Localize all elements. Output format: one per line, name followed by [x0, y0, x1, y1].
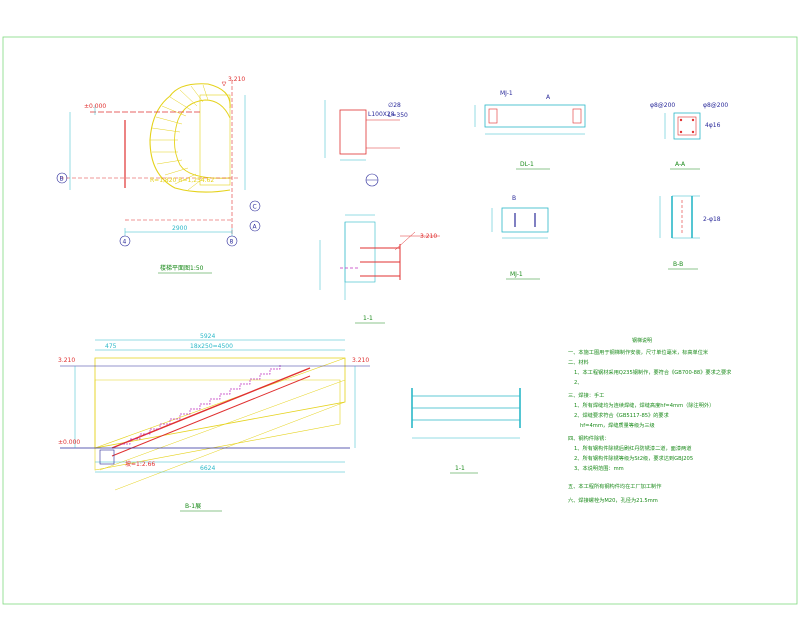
embed-mj1: B MJ-1 — [491, 195, 549, 280]
section-elev-label: 3.210 — [420, 233, 437, 240]
beam-dl1-tag: MJ-1 — [500, 90, 513, 97]
mj1-tag: B — [512, 195, 516, 202]
section-aa-title: A-A — [675, 161, 686, 168]
plan-radius-note: R=1,820 R=1,254.62 — [150, 177, 214, 184]
bracket-angle-label: L100X28 — [368, 111, 395, 118]
axis-bubble-4 — [119, 235, 131, 247]
section-column — [344, 221, 376, 283]
stringer-bottom — [111, 375, 311, 457]
notes-line-6: 2、焊缝要求符合《GB5117-85》的要求 — [574, 411, 670, 419]
stair-steps — [120, 364, 281, 445]
detail-bracket: L100X28 ∅28 L=350 — [324, 100, 408, 187]
notes-line-0: 一、本施工图用于钢梯制作安装，尺寸单位毫米，标高单位米 — [568, 348, 709, 356]
notes-line-13: 六、焊接螺栓为M20，孔径为21.5mm — [568, 496, 658, 504]
bracket-pipe-dim: ∅28 — [388, 102, 401, 109]
section-aa-outline — [673, 112, 701, 140]
section-11-lower-title: 1-1 — [455, 465, 465, 472]
notes-line-8: 四、钢构件除锈： — [568, 434, 610, 442]
stair-treads — [150, 84, 209, 191]
beam-dl1-axis: A — [546, 94, 551, 101]
elevation-elev-zero: ±0.000 — [58, 439, 80, 446]
section-aa-rebar-right: φ8@200 — [703, 102, 728, 109]
elevation-slope-note: 坡=1:2.66 — [125, 460, 155, 468]
section-11-lower: 1-1 — [411, 388, 521, 474]
plan-elev-zero: ±0.000 — [84, 103, 106, 110]
plan-title: 楼梯平面图 — [160, 264, 190, 272]
elevation-dim-steps: 18x250=4500 — [190, 343, 233, 350]
stair-elevation: 5924 18x250=4500 6624 475 坡=1:2.66 3.210… — [58, 333, 370, 512]
elevation-base-block — [99, 449, 115, 465]
notes-line-3: 2、 — [574, 380, 583, 386]
sheet-border — [2, 36, 798, 605]
plan-dim-lines — [69, 95, 246, 236]
elevation-title: B-1展 — [185, 503, 201, 510]
notes-line-2: 1、本工程钢材采用Q235钢制作，要符合《GB700-88》要求之要求 — [574, 368, 732, 376]
axis-label-4: 4 — [123, 239, 127, 246]
stair-inner-curve — [174, 99, 231, 179]
general-notes: 钢梯说明 一、本施工图用于钢梯制作安装，尺寸单位毫米，标高单位米 二、材料 1、… — [568, 337, 732, 504]
notes-title: 钢梯说明 — [632, 337, 652, 344]
notes-line-9: 1、所有钢构件除锈后刷红丹防锈漆二道，面漆两道 — [574, 444, 691, 452]
notes-line-12: 五、本工程所有钢构件均在工厂加工制作 — [568, 482, 661, 490]
elevation-dim-side: 475 — [105, 343, 117, 350]
beam-dl1: MJ-1 A DL-1 — [474, 90, 586, 170]
elevation-dims — [74, 339, 356, 473]
axis-label-b: B — [60, 176, 64, 183]
section-aa-bar: 4φ16 — [705, 122, 721, 129]
section-11-upper: 3.210 1-1 — [319, 214, 440, 324]
notes-line-11: 3、本说明范围：mm — [574, 464, 624, 472]
plan-scale: 1:50 — [190, 265, 204, 272]
mj1-title: MJ-1 — [510, 271, 523, 278]
beam-dl1-title: DL-1 — [520, 161, 534, 168]
plan-dim-main: 2900 — [172, 225, 187, 232]
notes-line-1: 二、材料 — [568, 358, 589, 366]
section-aa-rebar-left: φ8@200 — [650, 102, 675, 109]
bracket-length-dim: L=350 — [388, 112, 408, 119]
section-bb-title: B-B — [673, 261, 683, 268]
axis-label-a: A — [253, 224, 258, 231]
elevation-elev-left: 3.210 — [58, 357, 75, 364]
notes-line-10: 2、所有钢构件除锈等级为St2级，要求达到GBJ205 — [574, 454, 693, 462]
bracket-plate — [339, 109, 367, 155]
section-aa: φ8@200 φ8@200 4φ16 A-A — [650, 102, 728, 170]
beam-dl1-outline — [484, 104, 586, 128]
elevation-elev-right: 3.210 — [352, 357, 369, 364]
elevation-dim-total: 5924 — [200, 333, 215, 340]
plan-elev-top: 3.210 — [228, 76, 245, 83]
axis-bubble-c — [249, 200, 261, 212]
elevation-dim-bottom: 6624 — [200, 465, 215, 472]
section-bb: 2-φ18 B-B — [659, 195, 721, 270]
axis-bubble-a — [249, 220, 261, 232]
axis-bubble-8 — [226, 235, 238, 247]
mj1-plate — [501, 207, 549, 233]
stringer-top — [111, 367, 311, 449]
stair-landing — [199, 94, 231, 186]
stair-plan: 2900 R=1,820 R=1,254.62 3.210 ±0.000 B C… — [56, 76, 261, 274]
plan-elev-top-symbol — [221, 81, 227, 87]
axis-bubble-b — [56, 172, 68, 184]
notes-line-4: 三、焊接：手工 — [568, 391, 604, 399]
section-11-upper-title: 1-1 — [363, 315, 373, 322]
axis-label-c: C — [253, 204, 257, 211]
axis-label-8: 8 — [230, 239, 234, 246]
stair-outline — [149, 83, 231, 193]
notes-line-7: hf=4mm，焊缝质量等级为三级 — [580, 421, 655, 429]
notes-line-5: 1、所有焊缝均为连续焊缝，焊缝高度hf=4mm（除注明外） — [574, 401, 714, 409]
section-bb-bar: 2-φ18 — [703, 216, 721, 223]
